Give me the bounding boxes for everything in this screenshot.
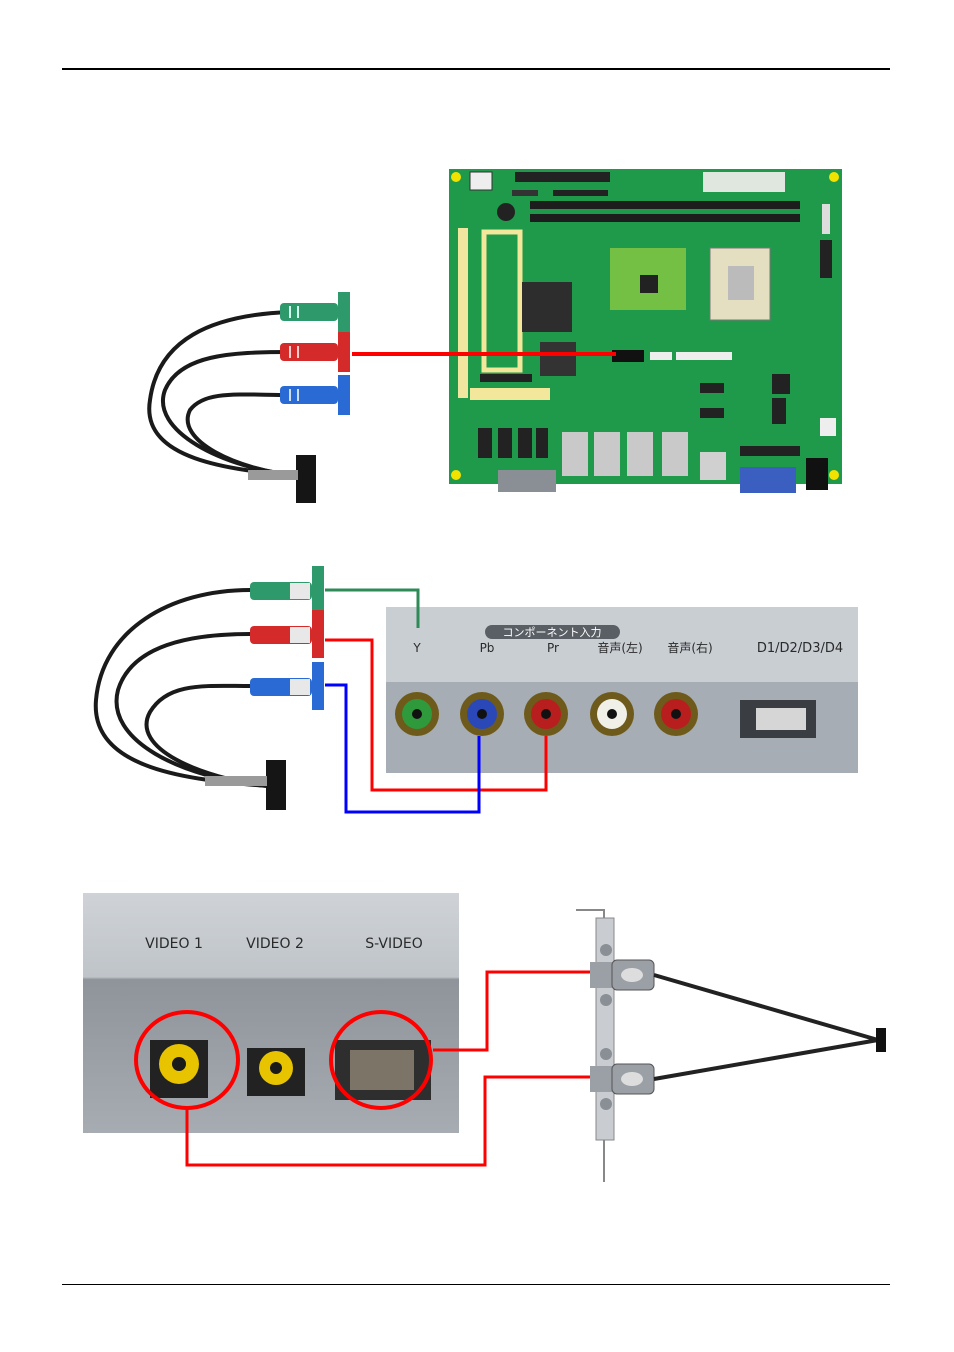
jack-label-audio-left: 音声(左): [597, 640, 642, 655]
port-label-video1: VIDEO 1: [145, 936, 203, 952]
footer-rule: [62, 1284, 890, 1285]
wire-y: [325, 588, 420, 628]
svideo-jack-lower: [590, 1048, 655, 1110]
motherboard: [449, 169, 842, 493]
jack-label-audio-right: 音声(右): [667, 640, 712, 655]
port-label-video2: VIDEO 2: [246, 936, 304, 952]
jack-audio-right: [654, 692, 698, 736]
figure2-wires: [325, 588, 548, 814]
bracket-cable-assembly: [576, 909, 886, 1182]
figure1-cable-assembly: [147, 292, 350, 503]
rca-plug-red: [280, 332, 350, 372]
rca-plug-blue: [280, 375, 350, 415]
wire-video1: [185, 1075, 590, 1167]
rca-plug-blue-2: [250, 662, 324, 710]
jack-label-pb: Pb: [480, 641, 495, 655]
jack-svideo: [335, 1040, 431, 1100]
jack-video1: [150, 1040, 208, 1098]
highlight-svideo: [329, 1010, 433, 1110]
rca-plug-green: [280, 292, 350, 332]
video-input-panel: VIDEO 1 VIDEO 2 S-VIDEO: [83, 893, 459, 1133]
header-rule: [62, 68, 890, 70]
component-input-panel: コンポーネント入力 Y Pb Pr 音声(左) 音声(右) D1/D2/D3/D…: [386, 607, 858, 773]
panel-heading: コンポーネント入力: [503, 626, 602, 639]
rca-plug-green-2: [250, 566, 324, 614]
figure3-wires: [185, 970, 590, 1167]
jack-pb: [460, 692, 504, 736]
wire-pr: [325, 638, 548, 792]
jack-y: [395, 692, 439, 736]
connector-label-d-terminal: D1/D2/D3/D4: [757, 641, 843, 656]
jack-audio-left: [590, 692, 634, 736]
jack-label-y: Y: [412, 641, 421, 655]
jack-pr: [524, 692, 568, 736]
wire-svideo: [433, 970, 590, 1052]
jack-label-pr: Pr: [547, 641, 559, 655]
d-terminal-connector: [740, 700, 816, 738]
figure2-cable-assembly: [93, 566, 324, 810]
port-label-svideo: S-VIDEO: [365, 936, 422, 952]
wire-pb: [325, 683, 481, 814]
jack-video2: [247, 1048, 305, 1096]
rca-plug-red-2: [250, 610, 324, 658]
svideo-jack-upper: [590, 944, 655, 1006]
